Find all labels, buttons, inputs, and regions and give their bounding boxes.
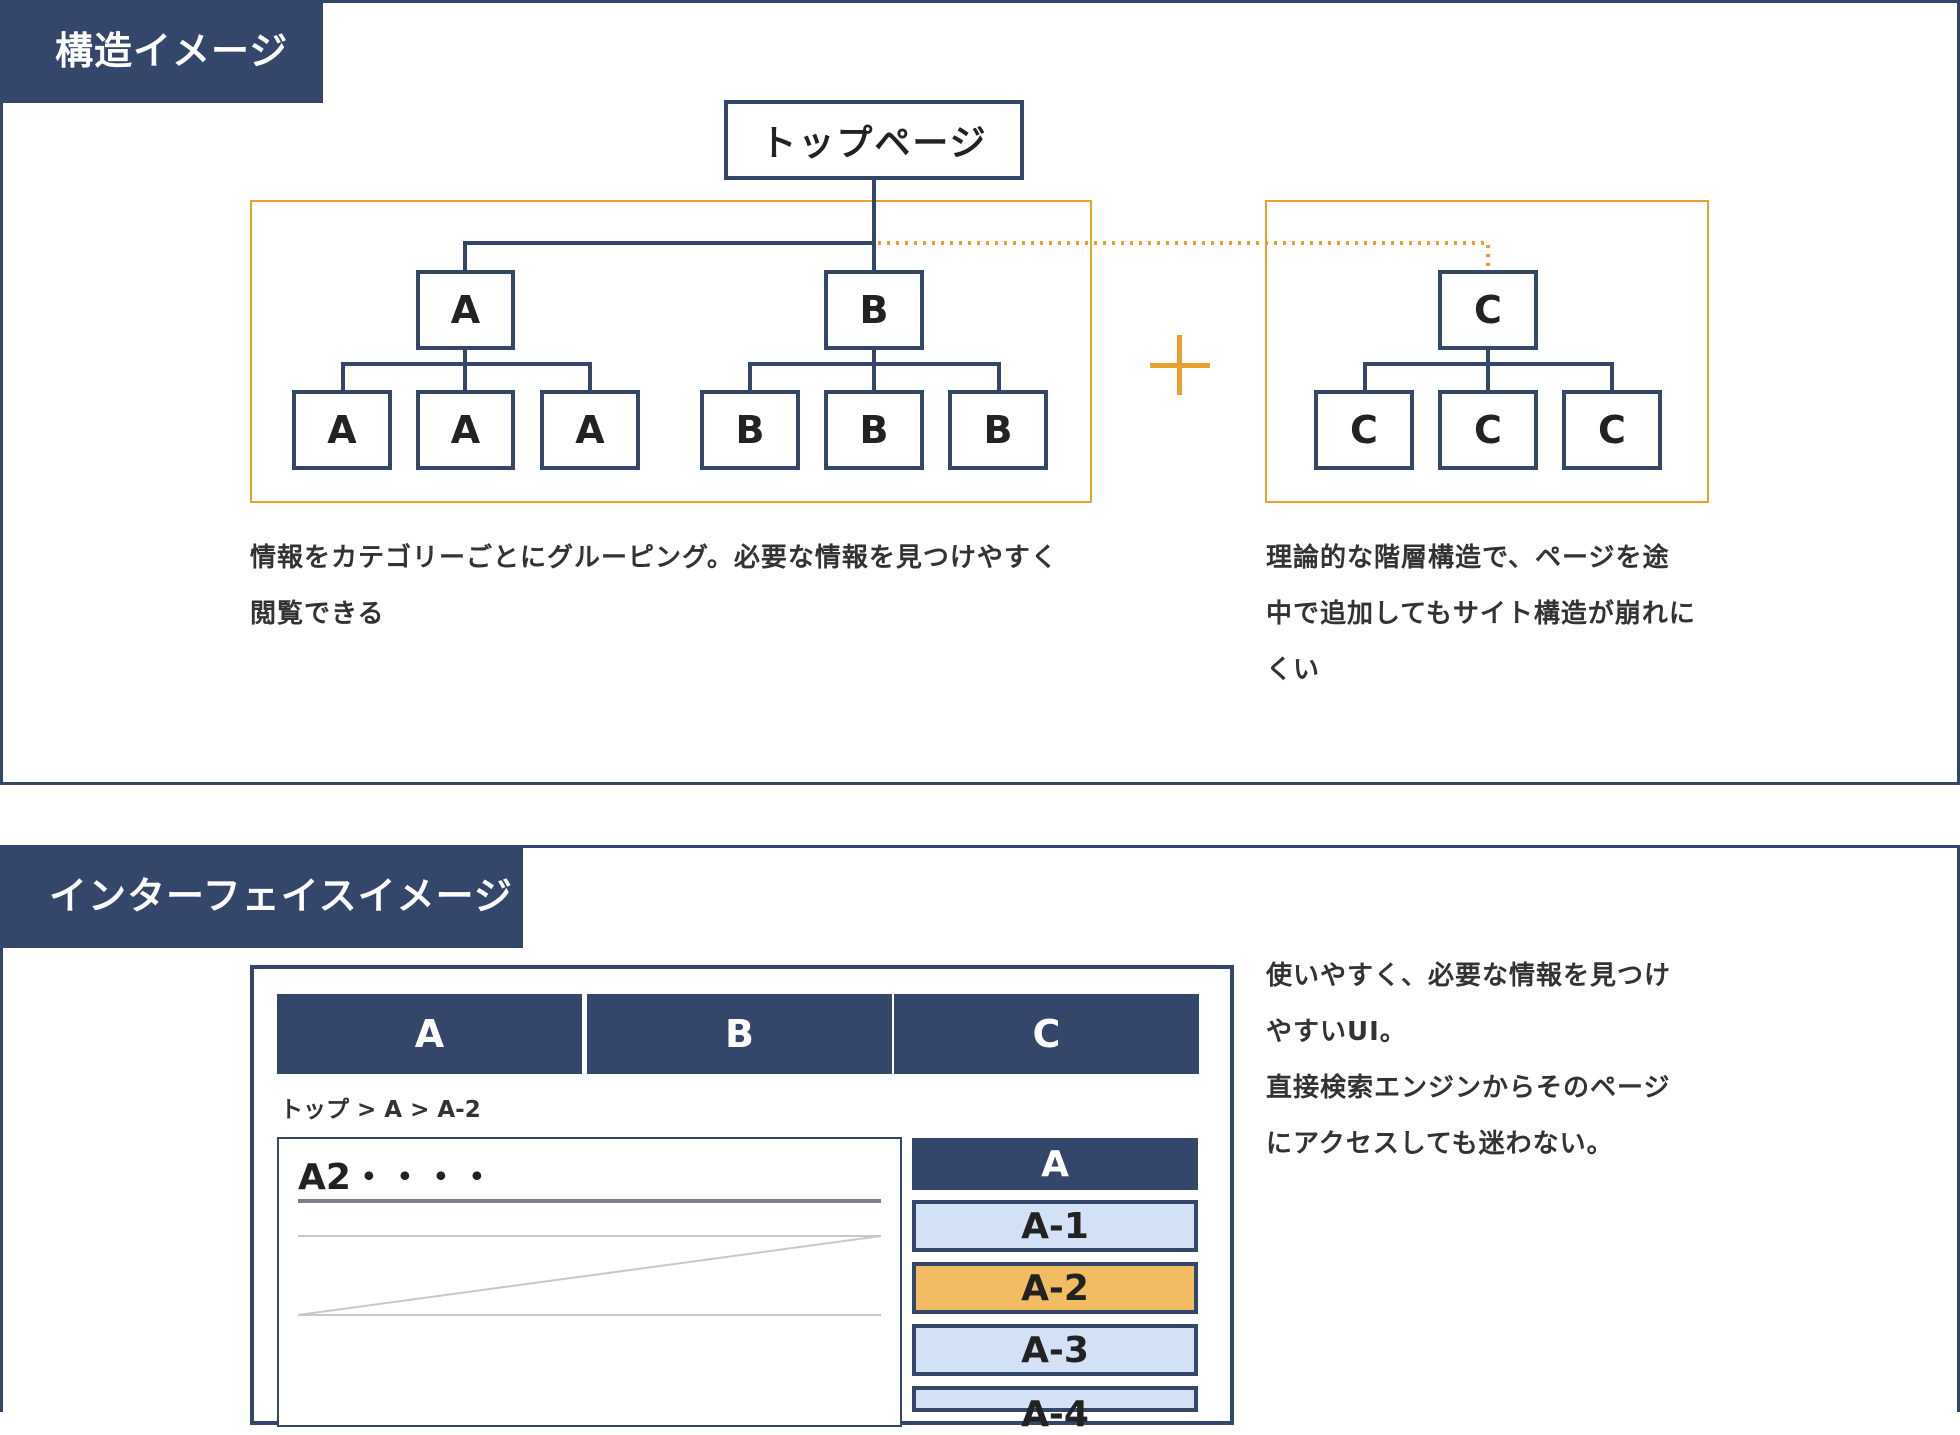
- connector-to-a: [463, 241, 467, 273]
- connector-b-child-2: [872, 362, 876, 394]
- desc-line: 理論的な階層構造で、ページを途: [1266, 543, 1670, 573]
- nav-tab-c[interactable]: C: [894, 994, 1199, 1074]
- connector-b-child-1: [748, 362, 752, 394]
- desc-line: 直接検索エンジンからそのページ: [1266, 1073, 1671, 1103]
- plus-icon-vertical: [1177, 335, 1182, 395]
- group-ab-frame: [250, 200, 1092, 503]
- connector-c-child-2: [1486, 362, 1490, 394]
- connector-a-child-1: [341, 362, 345, 394]
- node-b-child: B: [824, 390, 924, 470]
- desc-line: 中で追加してもサイト構造が崩れに: [1266, 599, 1696, 629]
- interface-panel-title: インターフェイスイメージ: [3, 848, 523, 948]
- nav-tab-b[interactable]: B: [587, 994, 892, 1074]
- side-menu-item[interactable]: A-4: [912, 1386, 1198, 1435]
- connector-c-child-1: [1363, 362, 1367, 394]
- connector-a-child-2: [463, 362, 467, 394]
- desc-line: 情報をカテゴリーごとにグルーピング。必要な情報を見つけやすく: [250, 543, 1058, 573]
- node-c-child: C: [1438, 390, 1538, 470]
- dotted-link-to-c: [878, 241, 1490, 266]
- side-menu-item[interactable]: A-1: [912, 1200, 1198, 1252]
- connector-ab-horizontal: [463, 241, 876, 245]
- desc-line: 使いやすく、必要な情報を見つけ: [1266, 961, 1672, 991]
- node-b-child: B: [948, 390, 1048, 470]
- desc-line: くい: [1266, 655, 1321, 685]
- node-c-child: C: [1314, 390, 1414, 470]
- connector-c-down: [1486, 345, 1490, 367]
- connector-c-child-3: [1610, 362, 1614, 394]
- connector-top-vertical: [872, 178, 876, 273]
- group-c-frame: [1265, 200, 1709, 503]
- interface-desc: 使いやすく、必要な情報を見つけ やすいUI。 直接検索エンジンからそのページ に…: [1266, 948, 1746, 1172]
- breadcrumb[interactable]: トップ > A > A-2: [280, 1097, 481, 1123]
- desc-line: にアクセスしても迷わない。: [1266, 1129, 1614, 1159]
- content-title: A2・・・・: [298, 1157, 495, 1198]
- node-c-child: C: [1562, 390, 1662, 470]
- node-a-parent: A: [416, 270, 515, 350]
- side-menu-item-active[interactable]: A-2: [912, 1262, 1198, 1314]
- node-b-child: B: [700, 390, 800, 470]
- side-menu-item[interactable]: A-3: [912, 1324, 1198, 1376]
- node-c-parent: C: [1438, 270, 1538, 350]
- node-a-child: A: [416, 390, 515, 470]
- connector-a-child-3: [588, 362, 592, 394]
- structure-panel-title: 構造イメージ: [3, 3, 323, 103]
- side-menu-header[interactable]: A: [912, 1138, 1198, 1190]
- node-a-child: A: [540, 390, 640, 470]
- node-b-parent: B: [824, 270, 924, 350]
- structure-desc-right: 理論的な階層構造で、ページを途 中で追加してもサイト構造が崩れに くい: [1266, 530, 1736, 698]
- structure-desc-left: 情報をカテゴリーごとにグルーピング。必要な情報を見つけやすく 閲覧できる: [250, 530, 1120, 642]
- nav-tab-a[interactable]: A: [277, 994, 582, 1074]
- node-a-child: A: [292, 390, 392, 470]
- content-placeholder-lines: [297, 1199, 882, 1316]
- desc-line: 閲覧できる: [250, 599, 385, 629]
- connector-b-down: [872, 345, 876, 367]
- desc-line: やすいUI。: [1266, 1017, 1407, 1047]
- connector-a-down: [463, 345, 467, 367]
- connector-b-child-3: [997, 362, 1001, 394]
- top-page-node: トップページ: [724, 100, 1024, 180]
- content-area: [277, 1137, 902, 1427]
